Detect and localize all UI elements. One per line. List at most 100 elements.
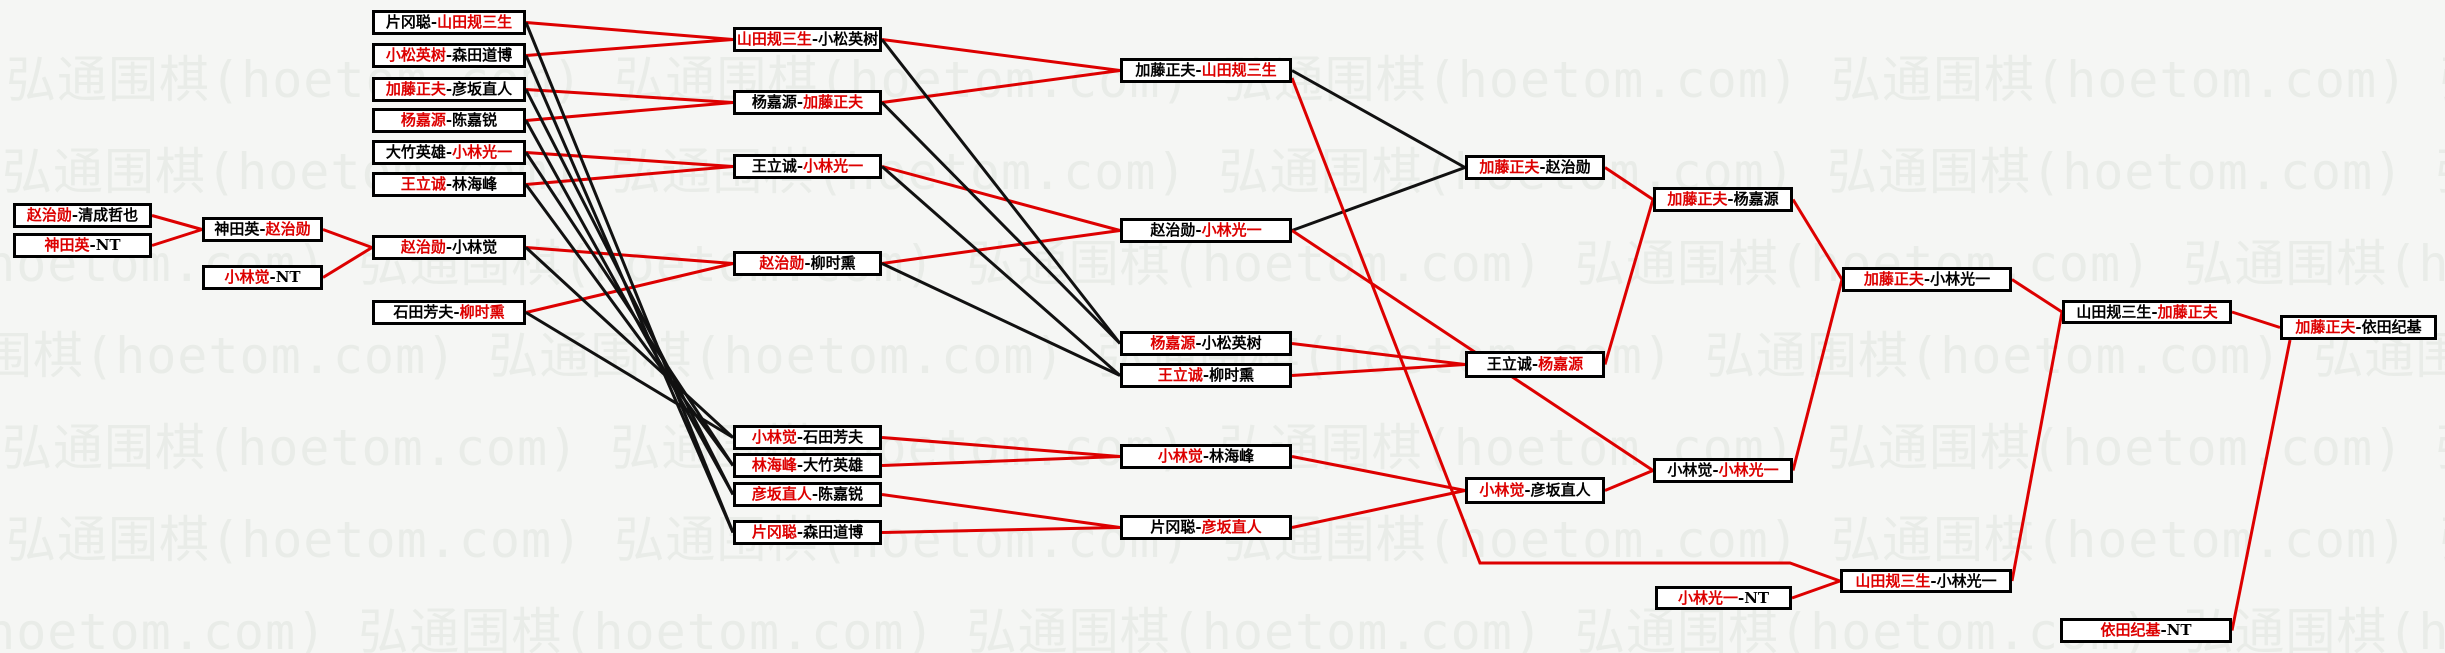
link-C1-D1	[525, 21, 734, 41]
link-E3-F2	[1291, 342, 1466, 366]
link-YN-J1	[2230, 339, 2292, 631]
player-name: 小林光一	[1201, 221, 1262, 239]
player-name: 林海峰	[751, 456, 797, 474]
player-name: 彦坂直人	[452, 80, 513, 98]
player-name: 石田芳夫	[393, 303, 454, 321]
dash-separator: -	[2160, 621, 2167, 639]
match-E1: 加藤正夫-山田规三生	[1120, 58, 1292, 83]
dash-separator: -	[1727, 190, 1734, 208]
player-name: 小松英树	[818, 30, 879, 48]
link-E5-F3	[1291, 455, 1466, 492]
player-name: 王立诚	[1157, 366, 1203, 384]
player-name: 小林光一	[1930, 270, 1991, 288]
match-E3: 杨嘉源-小松英树	[1120, 331, 1292, 356]
link-G2-H1	[1791, 279, 1844, 471]
player-name: 小林光一	[452, 143, 513, 161]
match-B1: 神田英-赵治勋	[202, 217, 323, 242]
dash-separator: -	[796, 157, 804, 175]
match-D3: 王立诚-小林光一	[733, 154, 882, 179]
player-name: 杨嘉源	[1733, 190, 1779, 208]
player-name: NT	[95, 236, 121, 254]
link-D4-E2	[881, 229, 1121, 265]
match-D2: 杨嘉源-加藤正夫	[733, 90, 882, 115]
player-name: 神田英	[44, 236, 90, 254]
match-C4: 杨嘉源-陈嘉锐	[372, 108, 526, 133]
link-D4-E4	[881, 262, 1121, 377]
match-H1: 加藤正夫-小林光一	[1842, 267, 2012, 292]
dash-separator: -	[89, 236, 96, 254]
match-E2: 赵治勋-小林光一	[1120, 218, 1292, 243]
match-C8: 石田芳夫-柳时熏	[372, 300, 526, 325]
player-name: 彦坂直人	[1201, 518, 1262, 536]
link-E6-F3	[1291, 489, 1466, 529]
player-name: 加藤正夫	[1667, 190, 1728, 208]
match-A2: 神田英-NT	[13, 233, 152, 258]
dash-separator: -	[1195, 221, 1202, 239]
dash-separator: -	[2151, 302, 2158, 321]
dash-separator: -	[1195, 518, 1202, 536]
match-C7: 赵治勋-小林觉	[372, 235, 526, 260]
player-name: 杨嘉源	[1150, 334, 1196, 352]
match-J1: 加藤正夫-依田纪基	[2280, 315, 2437, 340]
dash-separator: -	[71, 206, 79, 224]
match-E4: 王立诚-柳时熏	[1120, 363, 1292, 388]
player-name: 加藤正夫	[1135, 61, 1196, 79]
dash-separator: -	[269, 268, 276, 286]
player-name: 加藤正夫	[385, 80, 446, 98]
dash-separator: -	[453, 303, 460, 321]
link-D1-E1	[881, 38, 1121, 72]
link-D7-E6	[881, 493, 1121, 529]
link-D2-E1	[881, 69, 1121, 104]
player-name: 片冈聪	[751, 523, 797, 541]
player-name: 赵治勋	[265, 220, 311, 238]
player-name: 小林觉	[452, 238, 498, 256]
match-D7: 彦坂直人-陈嘉锐	[733, 482, 882, 507]
dash-separator: -	[796, 523, 804, 541]
dash-separator: -	[1195, 334, 1202, 352]
match-C2: 小松英树-森田道博	[372, 43, 526, 68]
link-H2-I1	[2010, 311, 2064, 582]
match-D5: 小林觉-石田芳夫	[733, 425, 882, 450]
dash-separator: -	[445, 111, 453, 129]
dash-separator: -	[1923, 270, 1931, 288]
dash-separator: -	[1737, 588, 1745, 607]
link-C8-D4	[525, 262, 734, 314]
dash-separator: -	[796, 428, 804, 446]
link-E4-F2	[1291, 363, 1466, 377]
player-name: 彦坂直人	[1530, 481, 1591, 499]
link-E1-F1	[1291, 69, 1466, 169]
match-D1: 山田规三生-小松英树	[733, 27, 882, 52]
link-C7-D5	[524, 246, 735, 439]
dash-separator: -	[445, 143, 453, 161]
player-name: 陈嘉锐	[452, 111, 498, 129]
player-name: 森田道博	[452, 46, 513, 64]
player-name: 小林光一	[1718, 461, 1779, 479]
link-E2-G2	[1291, 229, 1654, 472]
player-name: 林海峰	[452, 175, 498, 193]
link-C1-D8	[524, 21, 735, 534]
dash-separator: -	[445, 238, 453, 256]
link-C3-D2	[525, 88, 734, 104]
player-name: 小林觉	[1157, 447, 1203, 465]
watermark-row: 弘通围棋(hoetom.com) 弘通围棋(hoetom.com) 弘通围棋(h…	[0, 603, 2445, 653]
link-C3-D7	[524, 88, 735, 496]
player-name: 神田英	[214, 220, 260, 238]
player-name: 大竹英雄	[385, 143, 446, 161]
player-name: 杨嘉源	[751, 93, 797, 111]
dash-separator: -	[1930, 571, 1937, 590]
dash-separator: -	[804, 254, 811, 272]
player-name: 森田道博	[803, 523, 864, 541]
link-D3-E2	[881, 165, 1121, 232]
match-F1: 加藤正夫-赵治勋	[1465, 155, 1605, 180]
dash-separator: -	[430, 13, 438, 31]
player-name: 小林觉	[1667, 461, 1713, 479]
player-name: 山田规三生	[1201, 61, 1277, 79]
player-name: 加藤正夫	[1863, 270, 1924, 288]
player-name: NT	[1744, 588, 1770, 607]
player-name: 小林光一	[803, 157, 864, 175]
dash-separator: -	[1539, 158, 1546, 176]
dash-separator: -	[1531, 355, 1539, 373]
player-name: 加藤正夫	[2157, 302, 2218, 321]
